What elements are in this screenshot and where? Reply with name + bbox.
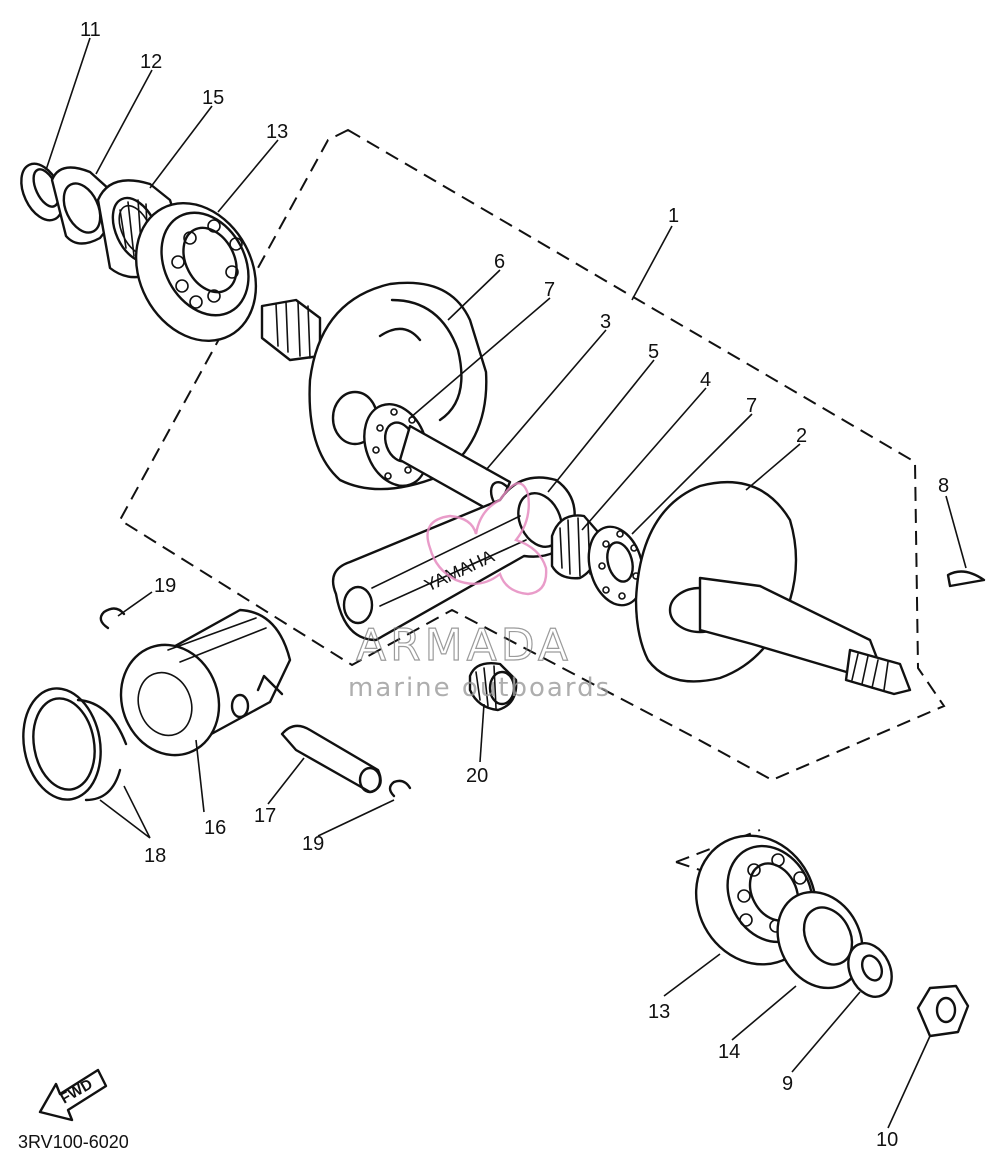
assembly-boundary	[118, 128, 946, 782]
watermark-brand: ARMADA	[356, 620, 572, 671]
callout-15: 15	[202, 87, 224, 109]
callout-6: 6	[494, 251, 505, 273]
woodruff-key-part-8[interactable]	[946, 570, 986, 588]
crank-half-left-part-6[interactable]	[260, 281, 488, 491]
callout-18: 18	[144, 845, 166, 867]
watermark: ARMADA marine outboards	[348, 482, 611, 703]
piston-pin-part-17[interactable]	[280, 724, 382, 794]
diagram-code: 3RV100-6020	[18, 1132, 129, 1152]
callout-12: 12	[140, 51, 162, 73]
nut-part-10[interactable]	[916, 984, 970, 1038]
callout-8: 8	[938, 475, 949, 497]
circlip-part-19-upper[interactable]	[99, 607, 126, 630]
watermark-logo-mark	[426, 482, 548, 596]
callout-14: 14	[718, 1041, 740, 1063]
fwd-arrow: FWD	[38, 1068, 108, 1122]
callout-5: 5	[648, 341, 659, 363]
callout-3: 3	[600, 311, 611, 333]
callout-10: 10	[876, 1129, 898, 1151]
callout-4: 4	[700, 369, 711, 391]
watermark-tagline: marine outboards	[348, 673, 611, 703]
callout-16: 16	[204, 817, 226, 839]
callout-7-left: 7	[544, 279, 555, 301]
callout-17: 17	[254, 805, 276, 827]
callout-1: 1	[668, 205, 679, 227]
callout-7-right: 7	[746, 395, 757, 417]
callout-13-upper: 13	[266, 121, 288, 143]
circlip-part-19-lower[interactable]	[388, 779, 412, 798]
callout-19-lower: 19	[302, 833, 324, 855]
small-end-bearing-part-20[interactable]	[468, 662, 518, 712]
callout-labels: 11 12 15 13 6 7 3 5 4 7 2 1 8 19 16 17 1…	[80, 19, 949, 1151]
piston-rings-part-18[interactable]	[15, 682, 128, 805]
crank-half-right-part-2[interactable]	[634, 480, 912, 696]
callout-2: 2	[796, 425, 807, 447]
callout-13-lower: 13	[648, 1001, 670, 1023]
washer-part-9[interactable]	[840, 936, 900, 1004]
callout-11: 11	[80, 19, 101, 41]
callout-20: 20	[466, 765, 488, 787]
callout-9: 9	[782, 1073, 793, 1095]
leader-lines	[45, 37, 967, 1129]
connecting-rod-part-5[interactable]: YAMAHA	[331, 476, 576, 642]
oil-seal-part-14[interactable]	[761, 877, 879, 1003]
piston-part-16[interactable]	[106, 608, 292, 769]
bearing-part-13-upper[interactable]	[113, 182, 279, 362]
callout-19-upper: 19	[154, 575, 176, 597]
